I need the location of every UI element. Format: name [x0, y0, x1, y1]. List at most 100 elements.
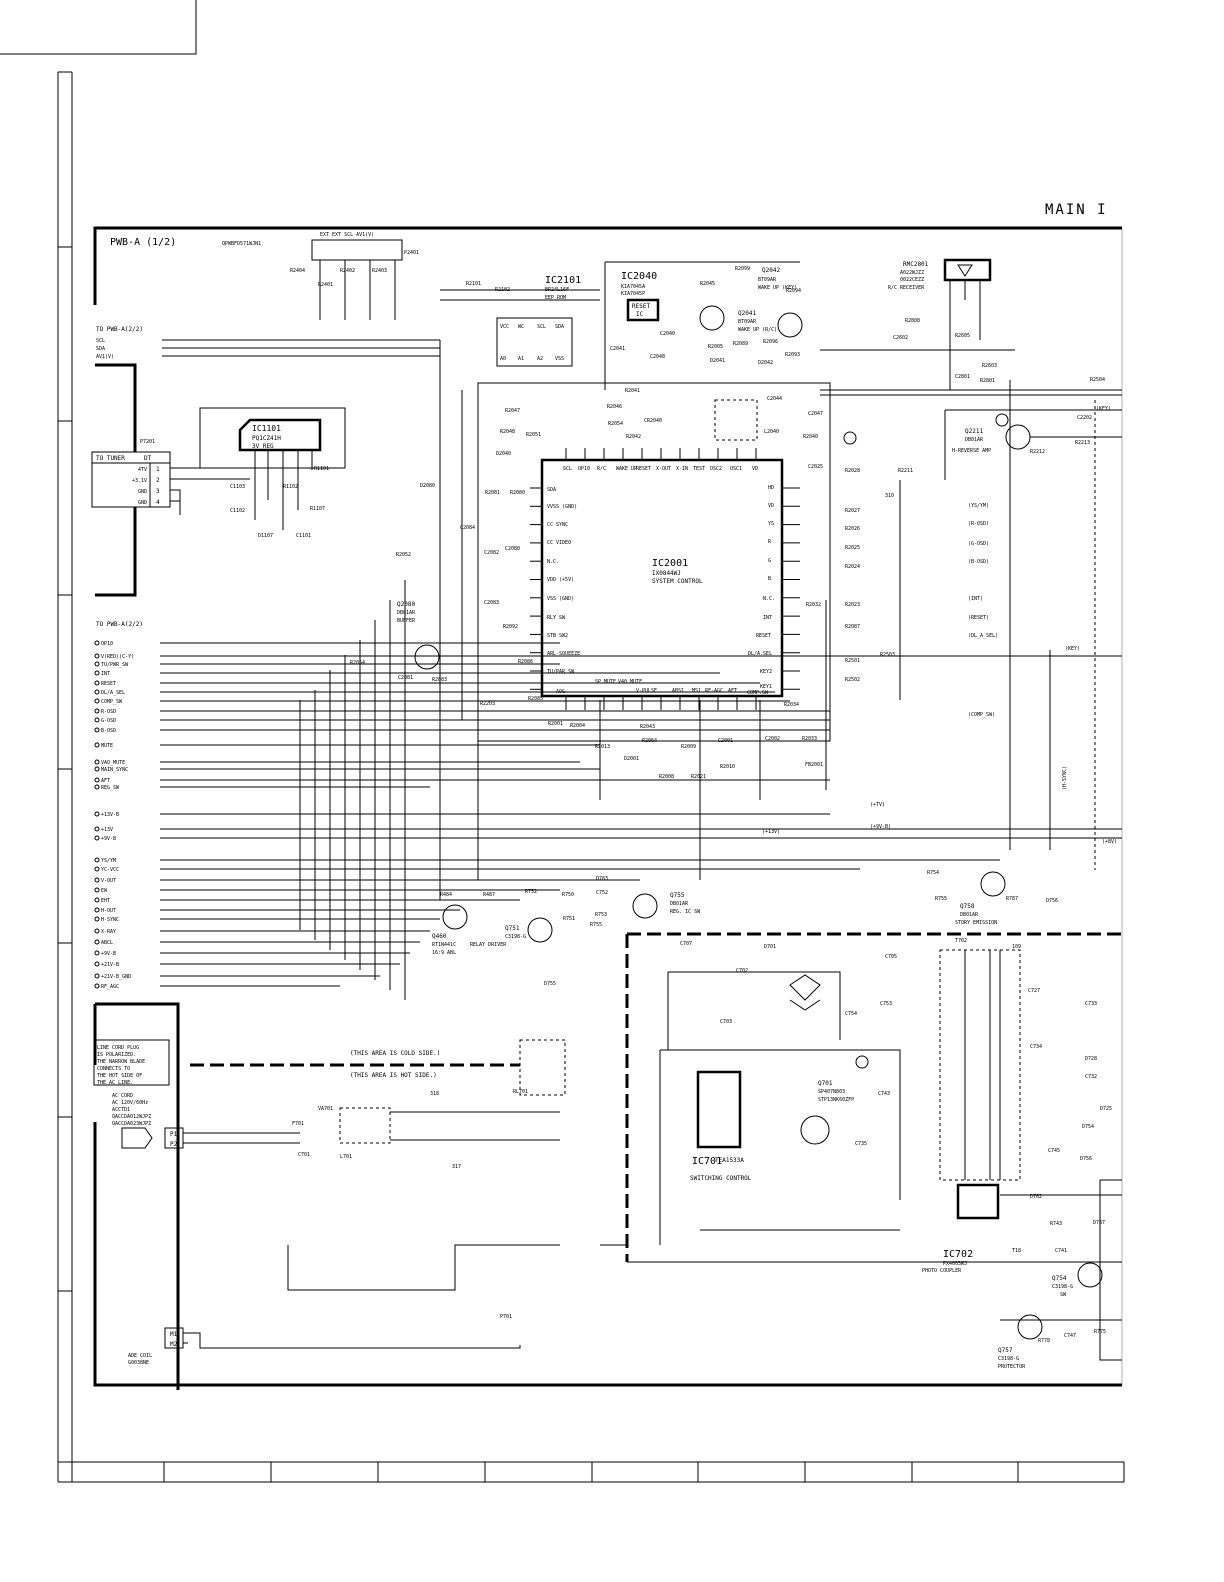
svg-text:R2605: R2605 — [955, 333, 970, 339]
svg-text:4: 4 — [156, 499, 160, 506]
svg-text:R2101: R2101 — [466, 281, 481, 287]
svg-text:D701: D701 — [764, 944, 776, 950]
svg-text:VA701: VA701 — [318, 1106, 333, 1112]
svg-text:R2021: R2021 — [691, 774, 706, 780]
svg-text:D754: D754 — [1082, 1124, 1094, 1130]
svg-text:PQ1CZ41H: PQ1CZ41H — [252, 435, 281, 442]
svg-text:D2040: D2040 — [496, 451, 511, 457]
svg-text:R754: R754 — [927, 870, 939, 876]
svg-text:R2046: R2046 — [607, 404, 622, 410]
svg-text:R2025: R2025 — [845, 545, 860, 551]
svg-text:R2504: R2504 — [1090, 377, 1105, 383]
svg-text:AFT: AFT — [728, 688, 737, 694]
svg-text:R2042: R2042 — [626, 434, 641, 440]
svg-text:R2211: R2211 — [898, 468, 913, 474]
svg-text:R2402: R2402 — [340, 268, 355, 274]
svg-text:VD: VD — [768, 503, 774, 509]
svg-text:P2401: P2401 — [404, 250, 419, 256]
bus-pin — [94, 857, 100, 863]
svg-text:R484: R484 — [440, 892, 452, 898]
svg-text:WC: WC — [518, 324, 524, 330]
svg-text:D1107: D1107 — [258, 533, 273, 539]
svg-text:R: R — [768, 539, 772, 545]
bus-pin — [94, 811, 100, 817]
bus-signal-label: +13V — [101, 827, 113, 833]
svg-text:Q754: Q754 — [1052, 1275, 1067, 1282]
svg-text:R2092: R2092 — [503, 624, 518, 630]
svg-text:C1101: C1101 — [296, 533, 311, 539]
bus-signal-label: R-OSD — [101, 709, 116, 715]
svg-text:Q701: Q701 — [818, 1080, 833, 1087]
bus-pin — [94, 877, 100, 883]
bus-signal-label: RF_AGC — [101, 984, 119, 990]
svg-text:C2044: C2044 — [767, 396, 782, 402]
lower-transistors: Q460 RT1N441C 16:9 ABL R484 R487 Q751 C3… — [432, 870, 1058, 987]
svg-text:A2: A2 — [537, 356, 543, 362]
svg-text:D2041: D2041 — [710, 358, 725, 364]
svg-text:HD: HD — [768, 485, 774, 491]
svg-text:STP13NK60ZFP: STP13NK60ZFP — [818, 1097, 854, 1103]
svg-text:R/C RECEIVER: R/C RECEIVER — [888, 285, 925, 291]
svg-text:C741: C741 — [1055, 1248, 1067, 1254]
svg-text:VVSS (GND): VVSS (GND) — [547, 504, 577, 510]
bus-connector: TO PWB-A(2/2) OP10V(RED)(C-Y)TU/PWR_SWIN… — [94, 621, 143, 990]
svg-text:C2083: C2083 — [484, 600, 499, 606]
svg-text:SW: SW — [1060, 1292, 1067, 1298]
svg-text:B: B — [768, 576, 771, 582]
svg-text:IC: IC — [636, 311, 644, 318]
svg-text:SCL: SCL — [96, 338, 105, 344]
svg-text:R2005: R2005 — [708, 344, 723, 350]
svg-text:C2002: C2002 — [765, 736, 780, 742]
svg-text:GND: GND — [138, 500, 147, 506]
svg-text:SCL: SCL — [537, 324, 546, 330]
svg-text:Q460: Q460 — [432, 933, 447, 940]
bus-pin — [94, 950, 100, 956]
svg-text:C2047: C2047 — [808, 411, 823, 417]
svg-text:R2081: R2081 — [485, 490, 500, 496]
bus-pin — [94, 897, 100, 903]
svg-text:IC2101: IC2101 — [545, 275, 581, 286]
power-connector-zone — [95, 1002, 180, 1390]
svg-text:C735: C735 — [855, 1141, 867, 1147]
svg-text:R2080: R2080 — [510, 490, 525, 496]
svg-text:R2052: R2052 — [396, 552, 411, 558]
svg-text:V40 MUTE: V40 MUTE — [618, 679, 642, 685]
svg-text:(INT): (INT) — [968, 596, 983, 602]
corner-tab — [0, 0, 197, 55]
svg-text:IC2001: IC2001 — [652, 558, 688, 569]
svg-text:TO PWB-A(2/2): TO PWB-A(2/2) — [96, 621, 143, 628]
svg-text:R755: R755 — [590, 922, 602, 928]
svg-text:C1103: C1103 — [230, 484, 245, 490]
svg-text:QACCDA023WJPZ: QACCDA023WJPZ — [112, 1121, 151, 1127]
svg-text:C3198-G: C3198-G — [1052, 1284, 1073, 1290]
svg-text:A0: A0 — [500, 356, 506, 362]
svg-text:CR2040: CR2040 — [644, 418, 662, 424]
q2211-amp: Q2211 DB01AR H-REVERSE AMP C2202 R2213 R… — [944, 377, 1122, 480]
svg-text:OSC2: OSC2 — [710, 466, 722, 472]
board-part-number: QPWBFD571WJN1 — [222, 241, 261, 247]
svg-text:A022WJZZ: A022WJZZ — [900, 270, 924, 276]
svg-text:R2503: R2503 — [880, 652, 895, 658]
bus-pin — [94, 766, 100, 772]
bus-signal-label: B-OSD — [101, 728, 116, 734]
bus-pin — [94, 708, 100, 714]
svg-text:A1: A1 — [518, 356, 524, 362]
svg-text:R2047: R2047 — [505, 408, 520, 414]
svg-text:KIA7045P: KIA7045P — [621, 291, 645, 297]
svg-text:SWITCHING CONTROL: SWITCHING CONTROL — [690, 1175, 752, 1182]
flyback-transformer-area: T702 109 C727 C733 D728 C734 C732 D725 D… — [939, 938, 1122, 1370]
svg-text:Q755: Q755 — [670, 892, 685, 899]
bus-pin — [94, 866, 100, 872]
svg-text:R743: R743 — [1050, 1221, 1062, 1227]
svg-text:(THIS AREA IS COLD SIDE.): (THIS AREA IS COLD SIDE.) — [350, 1050, 440, 1057]
bus-signal-label: ABCL — [101, 940, 113, 946]
bus-signal-label: MAIN_SYNC — [101, 767, 128, 773]
svg-text:R2401: R2401 — [318, 282, 333, 288]
ic2001-pin-stubs — [299, 340, 1051, 1000]
svg-text:IC1101: IC1101 — [252, 424, 281, 433]
bus-signal-label: AFT — [101, 778, 110, 784]
svg-text:PROTECTOR: PROTECTOR — [998, 1364, 1026, 1370]
svg-text:KEY1: KEY1 — [760, 684, 772, 690]
power-supply-section: LINE CORD PLUG IS POLARIZED. THE NARROW … — [93, 932, 1122, 1366]
